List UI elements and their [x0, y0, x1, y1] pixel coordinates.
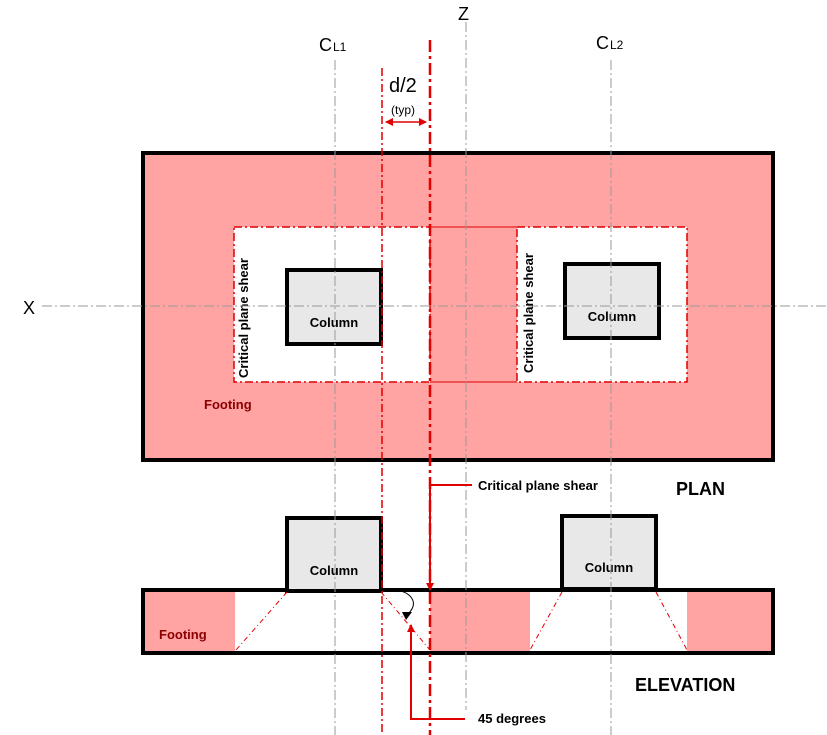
elev-footing-zone-middle [430, 592, 530, 652]
d2-label: d/2 [389, 75, 417, 97]
d2-lines [381, 40, 432, 735]
elev-footing-zone-right [687, 592, 772, 652]
angle-arc [395, 589, 414, 615]
angle-arc-arrow [402, 612, 412, 620]
elevation-view: Column Column Footing ELEVATION [141, 514, 775, 695]
angle-callout-leader [407, 624, 465, 720]
plan-column-1-label: Column [310, 315, 358, 330]
angle-callout-text: 45 degrees [478, 711, 546, 726]
elev-column-2-label: Column [585, 560, 633, 575]
critical-plane-callout-leader [426, 484, 472, 591]
elevation-title: ELEVATION [635, 675, 735, 695]
elev-footing-zone-left [145, 592, 235, 652]
critical-plane-callout-text: Critical plane shear [478, 478, 598, 493]
centerlines [42, 22, 827, 735]
elev-column-1-label: Column [310, 563, 358, 578]
cl1-label: C L1 [319, 35, 347, 55]
elev-footing-label: Footing [159, 627, 207, 642]
elev-footing [141, 588, 775, 655]
plan-column-2 [563, 262, 661, 340]
cl1-label-sub: L1 [333, 40, 347, 54]
cl1-label-main: C [319, 35, 332, 55]
d2-typ-label: (typ) [391, 103, 415, 117]
axis-x-label: X [23, 298, 35, 318]
plan-footing-label: Footing [204, 397, 252, 412]
plan-column-1 [285, 268, 383, 346]
elev-column-1 [285, 516, 383, 593]
plan-view: Column Column Footing Critical plane she… [141, 151, 775, 499]
plan-title: PLAN [676, 479, 725, 499]
elev-45-degree-lines [235, 591, 688, 651]
cl2-label: C L2 [596, 33, 624, 53]
plan-critical-label-2: Critical plane shear [521, 253, 536, 373]
axis-z-label: Z [458, 4, 469, 24]
plan-critical-label-1: Critical plane shear [236, 258, 251, 378]
cl2-label-main: C [596, 33, 609, 53]
cl2-label-sub: L2 [610, 38, 624, 52]
elev-column-2 [560, 514, 658, 591]
plan-column-2-label: Column [588, 309, 636, 324]
